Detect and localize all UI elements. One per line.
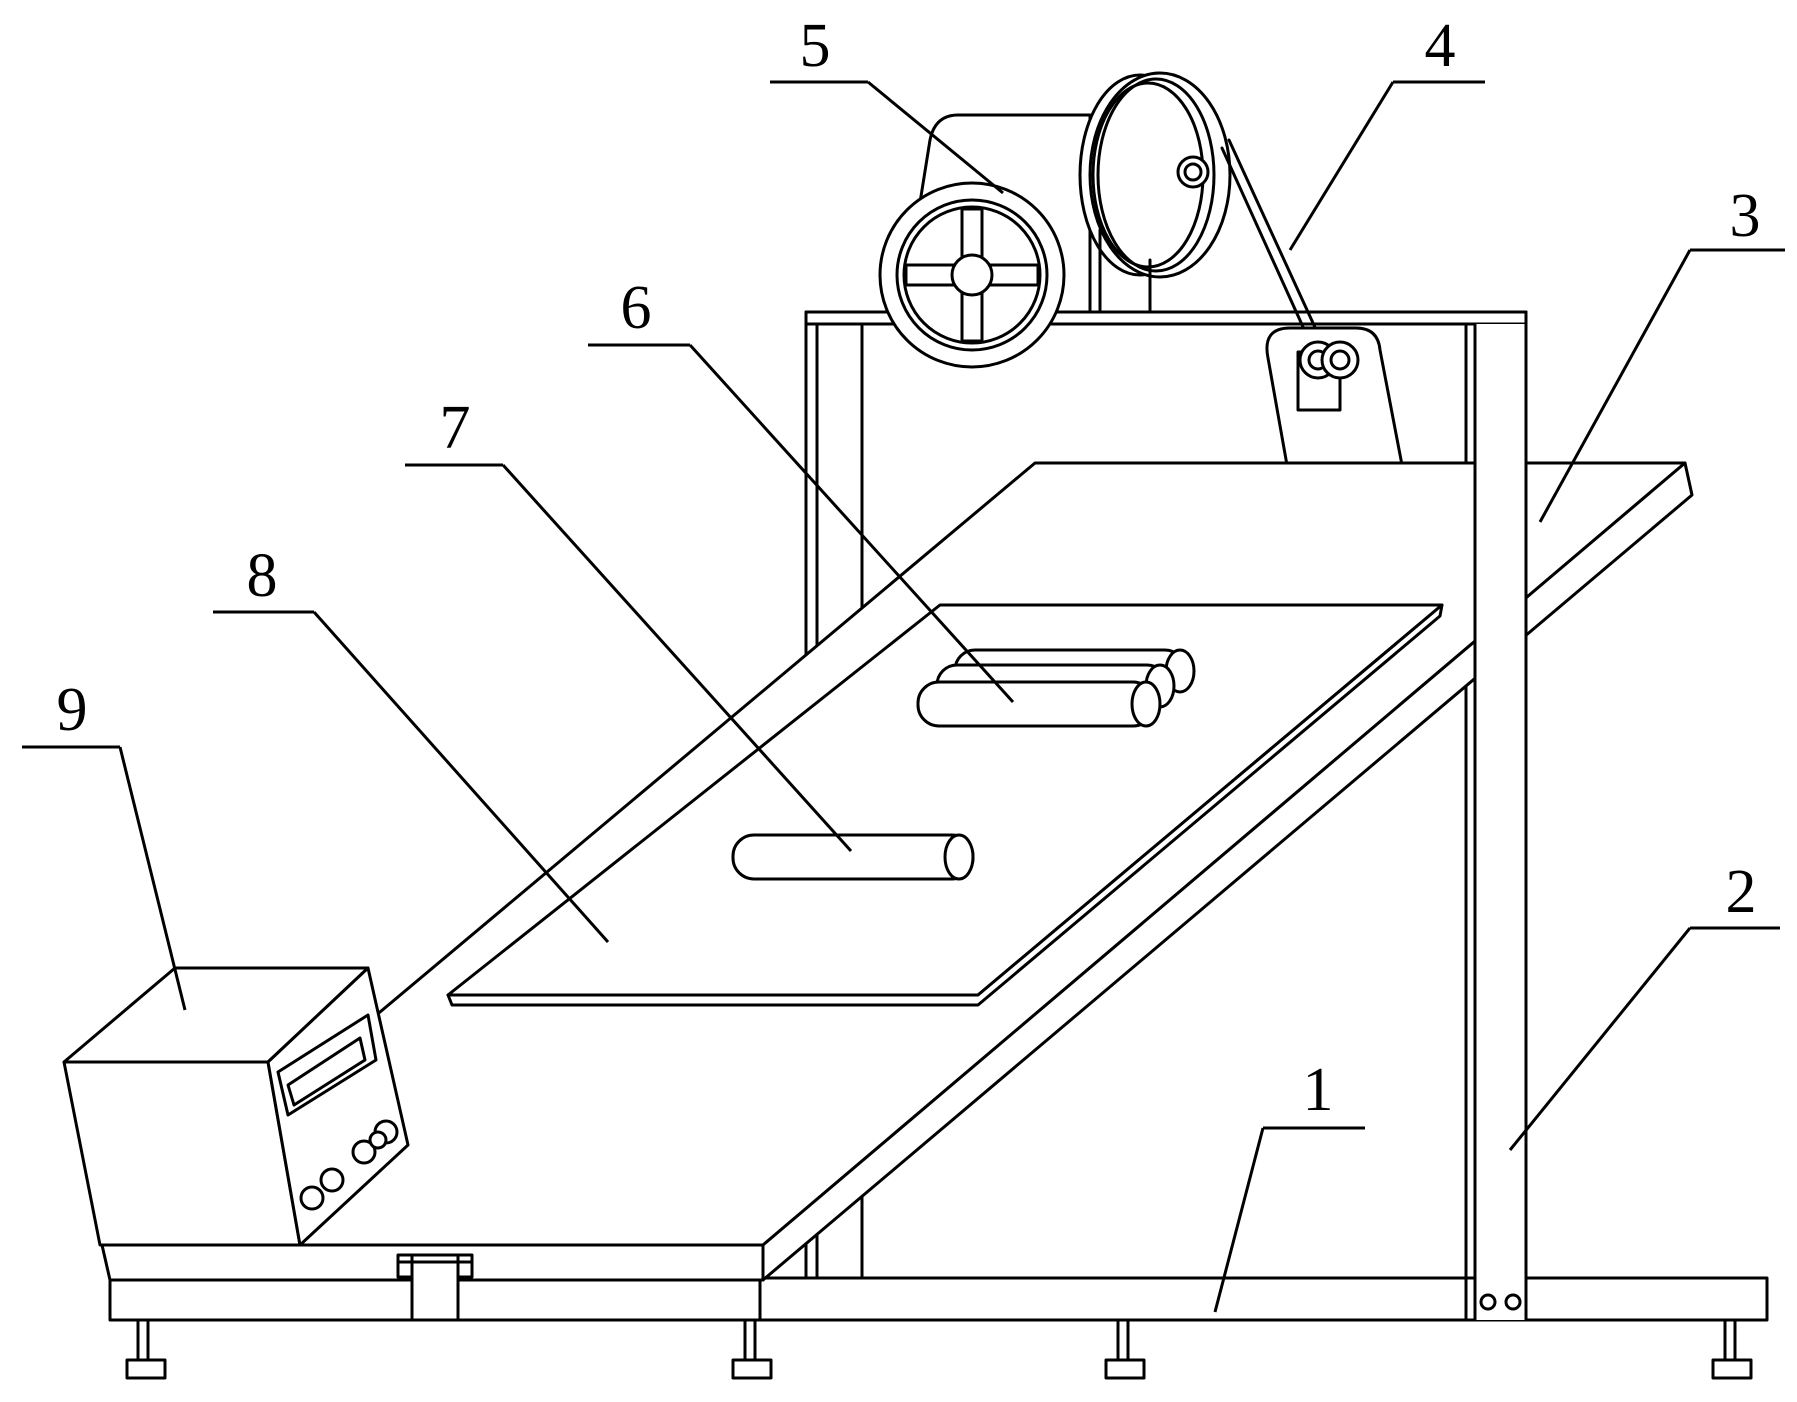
single-cylinder-sample	[731, 833, 975, 881]
hoist-rope	[1220, 138, 1332, 362]
label-4: 4	[1425, 12, 1456, 80]
hand-wheel	[878, 181, 1066, 369]
cylinder-sample-group	[916, 648, 1196, 728]
control-knobs	[299, 1119, 399, 1211]
guide-pulley-bracket	[1265, 326, 1404, 484]
label-8: 8	[247, 542, 278, 610]
label-9: 9	[57, 676, 88, 744]
label-7: 7	[440, 394, 471, 462]
test-plate	[446, 603, 1444, 1007]
label-5: 5	[800, 12, 831, 80]
label-3: 3	[1730, 182, 1761, 250]
label-2: 2	[1726, 858, 1757, 926]
drive-pulley	[1078, 71, 1232, 314]
label-6: 6	[621, 274, 652, 342]
leader-lines	[22, 80, 1785, 1313]
upright-column-front	[1473, 310, 1528, 1322]
control-box	[62, 966, 410, 1247]
part-numbers: 1 2 3 4 5 6 7 8 9	[57, 12, 1761, 1124]
cylinder-sample-front	[916, 680, 1162, 728]
leveling-feet	[125, 1318, 1753, 1380]
display-screen	[276, 1013, 378, 1117]
label-1: 1	[1303, 1056, 1334, 1124]
